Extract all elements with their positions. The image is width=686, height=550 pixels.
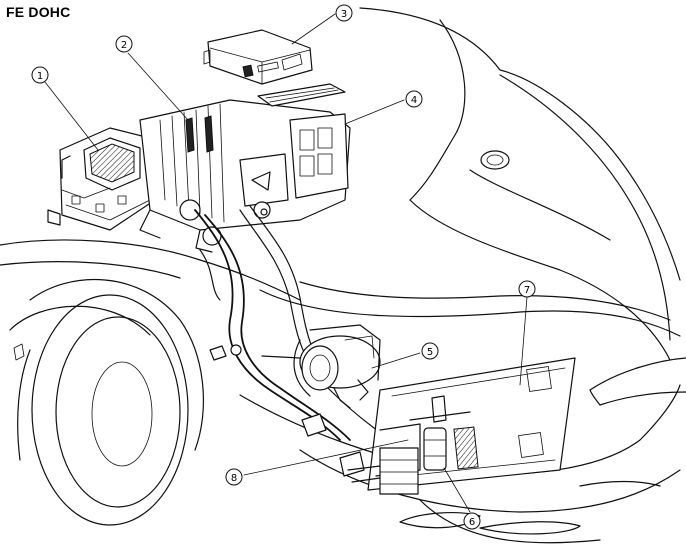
callout-6-label: 6 (469, 517, 475, 528)
diagram-title: FE DOHC (6, 4, 71, 20)
callout-7-label: 7 (524, 285, 530, 296)
callout-8: 8 (225, 468, 243, 486)
ac-amplifier (203, 29, 313, 85)
callout-1-label: 1 (37, 71, 43, 82)
callout-2-label: 2 (121, 40, 127, 51)
condenser (367, 357, 576, 491)
car-body (0, 7, 686, 544)
callout-4: 4 (405, 90, 423, 108)
refrigerant-piping (194, 205, 421, 477)
callout-3: 3 (335, 4, 353, 22)
callout-6: 6 (463, 512, 481, 530)
callout-2: 2 (115, 35, 133, 53)
callout-7: 7 (518, 280, 536, 298)
compressor (293, 324, 381, 401)
blower-unit (47, 127, 156, 231)
evaporator-heater-unit (139, 83, 351, 253)
callout-1: 1 (31, 66, 49, 84)
callout-3-label: 3 (341, 9, 347, 20)
callout-5: 5 (421, 342, 439, 360)
callout-5-label: 5 (427, 347, 433, 358)
callout-4-label: 4 (411, 95, 417, 106)
leader-lines (44, 13, 528, 513)
receiver-drier (347, 426, 479, 495)
callout-8-label: 8 (231, 473, 237, 484)
